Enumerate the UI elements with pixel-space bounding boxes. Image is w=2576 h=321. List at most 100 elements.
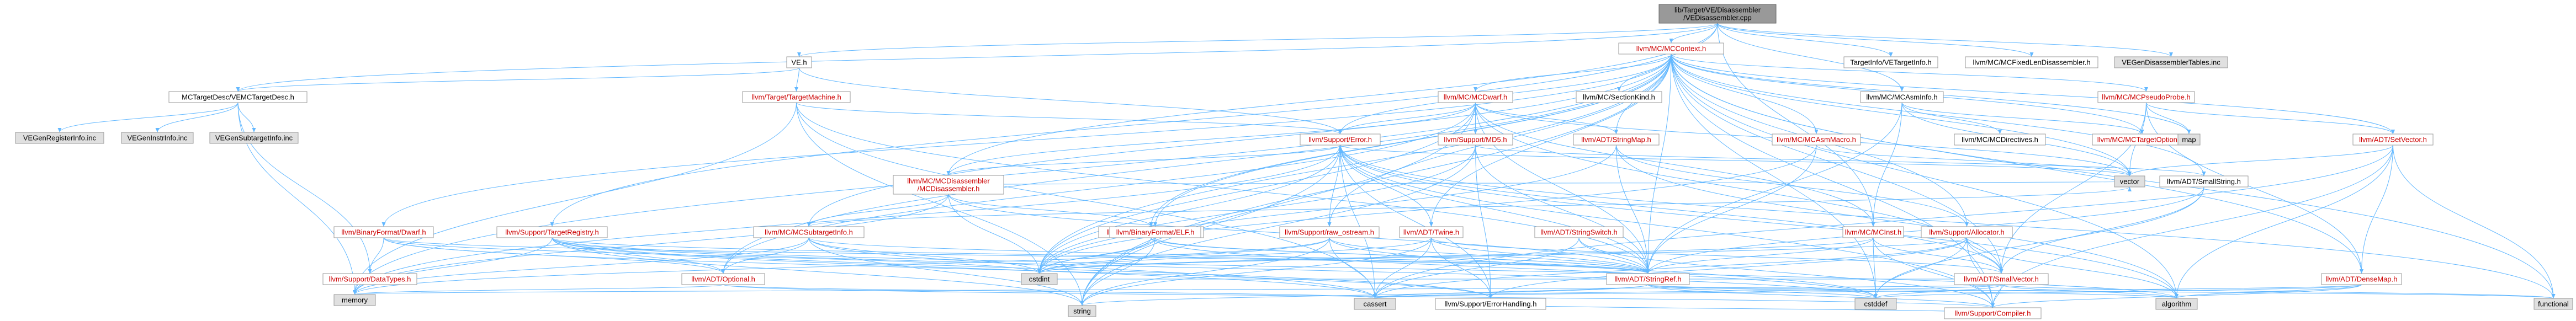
node-box-adttwine [1399, 226, 1464, 238]
node-label-mcdwarf: llvm/MC/MCDwarf.h [1444, 93, 1508, 101]
node-label-map: map [2182, 136, 2196, 144]
edge-setvector-to-vector [2129, 145, 2393, 176]
edge-mcctx-to-adtoptional [723, 54, 1672, 274]
arrowhead-mcasminfo-to-mcinst [1871, 222, 1875, 227]
arrowhead-mcasmmacro-to-vector [2128, 172, 2132, 176]
node-box-supporterror [1300, 133, 1381, 146]
edge-ttm-to-memory [354, 102, 797, 295]
node-supalloc[interactable]: llvm/Support/Allocator.h [1921, 226, 2013, 238]
node-supporterror[interactable]: llvm/Support/Error.h [1300, 133, 1381, 146]
node-label-smallstring: llvm/ADT/SmallString.h [2167, 178, 2241, 186]
edge-adttwine-to-string [1082, 237, 1432, 306]
edge-mcctx-to-mcsubinfo [808, 54, 1672, 227]
node-box-mcasmmacro [1772, 133, 1861, 146]
edge-root-to-vegendis [1717, 23, 2171, 57]
node-label-mcsubinfo: llvm/MC/MCSubtargetInfo.h [765, 228, 853, 237]
node-algorithm: algorithm [2155, 298, 2198, 310]
arrowhead-veh-to-vetd [236, 87, 240, 92]
node-smallvector[interactable]: llvm/ADT/SmallVector.h [1954, 273, 2049, 285]
node-box-adtstringmap [1573, 133, 1660, 146]
node-mcctx[interactable]: llvm/MC/MCContext.h [1618, 42, 1724, 55]
node-label-smallvector: llvm/ADT/SmallVector.h [1964, 275, 2039, 283]
arrowhead-supporterror-to-rawostream [1327, 222, 1332, 227]
node-smallstring: llvm/ADT/SmallString.h [2159, 175, 2249, 188]
node-mcasmmacro[interactable]: llvm/MC/MCAsmMacro.h [1772, 133, 1861, 146]
edge-mcctx-to-mcdwarf [1475, 54, 1672, 92]
node-mctargetopts[interactable]: llvm/MC/MCTargetOptions.h [2092, 133, 2192, 146]
node-label-adttwine: llvm/ADT/Twine.h [1403, 228, 1459, 237]
node-label-root: lib/Target/VE/Disassembler [1674, 6, 1761, 14]
node-adtoptional[interactable]: llvm/ADT/Optional.h [681, 273, 765, 285]
node-compiler[interactable]: llvm/Support/Compiler.h [1944, 307, 2042, 319]
node-adttwine[interactable]: llvm/ADT/Twine.h [1399, 226, 1464, 238]
node-targetreg[interactable]: llvm/Support/TargetRegistry.h [496, 226, 608, 238]
arrowhead-veh-to-ttm [794, 87, 798, 92]
node-box-algorithm [2155, 298, 2198, 310]
arrowhead-root-to-veh [797, 52, 801, 57]
edge-supporterror-to-memory [354, 145, 1340, 295]
node-stringref[interactable]: llvm/ADT/StringRef.h [1606, 273, 1690, 285]
node-fixedlen: llvm/MC/MCFixedLenDisassembler.h [1965, 56, 2098, 68]
edge-mcctx-to-cstdint [1039, 54, 1672, 274]
edge-bindwarf-to-errhandling [383, 237, 1491, 299]
node-box-pseudoprobe [2097, 91, 2195, 103]
edge-rawostream-to-stringref [1329, 237, 1649, 274]
arrowhead-root-to-vegendis [2169, 52, 2173, 57]
node-vector: vector [2114, 175, 2145, 188]
edge-pseudoprobe-to-smallvector [2001, 102, 2146, 274]
node-box-mcdirectives [1954, 133, 2046, 146]
arrowhead-mcasminfo-to-mctargetopts [2140, 130, 2144, 134]
edge-mcasminfo-to-mctargetopts [1901, 102, 2143, 135]
arrowhead-mcsubinfo-to-vector [2128, 187, 2132, 191]
edge-stringswitch-to-compiler [1578, 237, 1993, 308]
node-box-rawostream [1279, 226, 1380, 238]
node-mcsubinfo[interactable]: llvm/MC/MCSubtargetInfo.h [753, 226, 865, 238]
node-box-vegeninstr [121, 132, 194, 144]
node-setvector[interactable]: llvm/ADT/SetVector.h [2352, 133, 2434, 146]
node-label-supporterror: llvm/Support/Error.h [1308, 136, 1372, 144]
node-stringswitch[interactable]: llvm/ADT/StringSwitch.h [1534, 226, 1624, 238]
node-rawostream[interactable]: llvm/Support/raw_ostream.h [1279, 226, 1380, 238]
edge-binelf-to-stringref [1155, 237, 1649, 274]
node-datatypes[interactable]: llvm/Support/DataTypes.h [322, 273, 417, 285]
edge-mcasminfo-to-mcdirectives [1901, 102, 2000, 135]
node-densemap[interactable]: llvm/ADT/DenseMap.h [2321, 273, 2402, 285]
arrowhead-smallstring-to-stringref [1646, 269, 1650, 274]
edge-vetd-to-vegensub [237, 102, 255, 133]
edge-adtoptional-to-memory [354, 284, 724, 295]
node-adtstringmap[interactable]: llvm/ADT/StringMap.h [1573, 133, 1660, 146]
arrowhead-mcctx-to-bindwarf [381, 222, 386, 227]
edge-mcctx-to-cstddef [1671, 54, 1876, 299]
edge-binxcoff-to-cstddef [1151, 237, 1876, 299]
graph-nodes: lib/Target/VE/Disassembler/VEDisassemble… [15, 4, 2573, 319]
node-label-errhandling: llvm/Support/ErrorHandling.h [1445, 300, 1537, 308]
node-mcdwarf[interactable]: llvm/MC/MCDwarf.h [1438, 91, 1513, 103]
edge-mcasminfo-to-stringref [1647, 102, 1902, 274]
node-mcdis[interactable]: llvm/MC/MCDisassembler/MCDisassembler.h [893, 175, 1004, 195]
edge-mcsubinfo-to-vector [808, 186, 2130, 227]
node-label-mcasminfo: llvm/MC/MCAsmInfo.h [1866, 93, 1937, 101]
node-box-cassert [1354, 298, 1396, 310]
node-box-cstddef [1854, 298, 1897, 310]
edge-stringref-to-cstddef [1647, 284, 1876, 299]
node-mcseckind: llvm/MC/SectionKind.h [1576, 91, 1662, 103]
edge-pseudoprobe-to-map [2146, 102, 2190, 135]
edge-mcdwarf-to-smallvector [1475, 102, 2002, 274]
node-vegenreg: VEGenRegisterInfo.inc [15, 132, 104, 144]
node-bindwarf[interactable]: llvm/BinaryFormat/Dwarf.h [333, 226, 434, 238]
node-ttm[interactable]: llvm/Target/TargetMachine.h [742, 91, 851, 103]
node-label-vegendis: VEGenDisassemblerTables.inc [2122, 58, 2220, 67]
arrowhead-targetreg-to-adtoptional [721, 269, 725, 274]
node-vegendis: VEGenDisassemblerTables.inc [2114, 56, 2228, 68]
node-label-targetreg: llvm/Support/TargetRegistry.h [505, 228, 599, 237]
edge-smallvector-to-cstddef [1875, 284, 2002, 299]
edge-supporterror-to-string [1082, 145, 1340, 306]
node-binelf[interactable]: llvm/BinaryFormat/ELF.h [1109, 226, 1201, 238]
node-box-targetreg [496, 226, 608, 238]
node-mcinst[interactable]: llvm/MC/MCInst.h [1842, 226, 1904, 238]
node-box-mcctx [1618, 42, 1724, 55]
edge-binelf-to-cstdint [1039, 237, 1156, 274]
edge-adtoptional-to-cassert [723, 284, 1375, 299]
node-pseudoprobe[interactable]: llvm/MC/MCPseudoProbe.h [2097, 91, 2195, 103]
node-supportmd5[interactable]: llvm/Support/MD5.h [1438, 133, 1513, 146]
